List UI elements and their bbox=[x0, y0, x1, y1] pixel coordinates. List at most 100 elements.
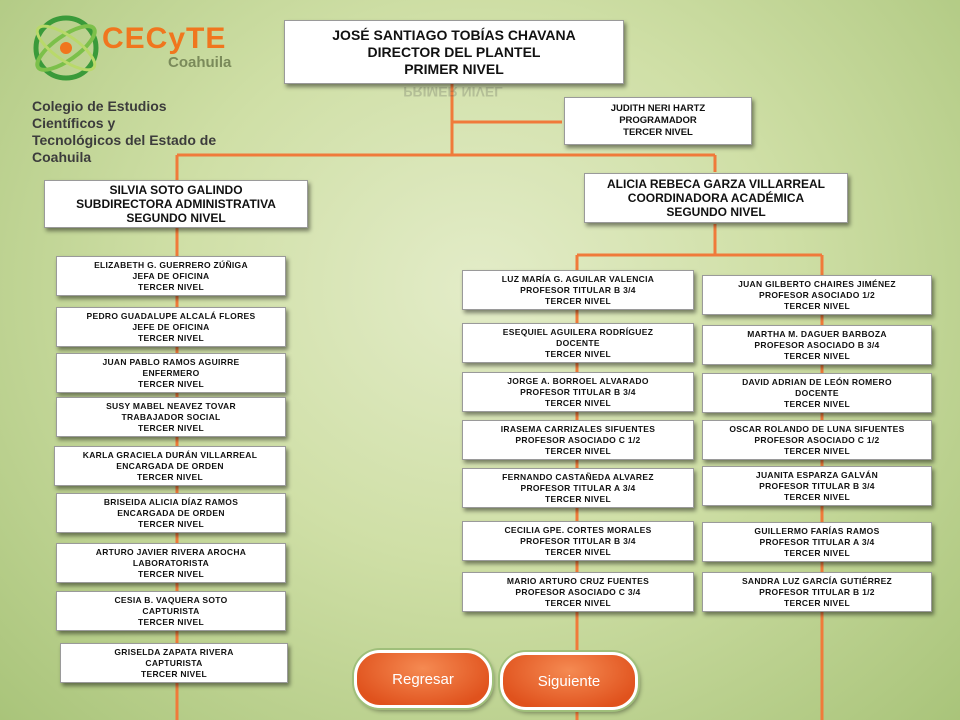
admin-head-title: SUBDIRECTORA ADMINISTRATIVA bbox=[76, 197, 276, 211]
logo-description: Colegio de Estudios Científicos y Tecnol… bbox=[32, 98, 242, 166]
teacher-position: PROFESOR TITULAR A 3/4 bbox=[759, 536, 875, 547]
programmer-name: JUDITH NERI HARTZ bbox=[610, 103, 706, 114]
teacher-position: PROFESOR ASOCIADO C 1/2 bbox=[515, 434, 641, 445]
teacher-level: TERCER NIVEL bbox=[784, 398, 850, 409]
teacher-box: GUILLERMO FARÍAS RAMOS PROFESOR TITULAR … bbox=[702, 522, 932, 562]
teacher-position: PROFESOR ASOCIADO 1/2 bbox=[758, 289, 876, 300]
staff-position: JEFA DE OFICINA bbox=[132, 270, 210, 281]
teacher-name: GUILLERMO FARÍAS RAMOS bbox=[754, 525, 880, 536]
staff-position: CAPTURISTA bbox=[145, 657, 203, 668]
teacher-box: FERNANDO CASTAÑEDA ALVAREZ PROFESOR TITU… bbox=[462, 468, 694, 508]
staff-position: TRABAJADOR SOCIAL bbox=[121, 411, 221, 422]
teacher-box: JORGE A. BORROEL ALVARADO PROFESOR TITUL… bbox=[462, 372, 694, 412]
staff-box: SUSY MABEL NEAVEZ TOVAR TRABAJADOR SOCIA… bbox=[56, 397, 286, 437]
staff-level: TERCER NIVEL bbox=[137, 471, 203, 482]
teacher-position: PROFESOR ASOCIADO C 1/2 bbox=[754, 434, 880, 445]
staff-name: PEDRO GUADALUPE ALCALÁ FLORES bbox=[86, 310, 256, 321]
staff-position: ENCARGADA DE ORDEN bbox=[116, 460, 224, 471]
teacher-box: JUAN GILBERTO CHAIRES JIMÉNEZ PROFESOR A… bbox=[702, 275, 932, 315]
teacher-position: PROFESOR TITULAR B 3/4 bbox=[759, 480, 875, 491]
staff-name: GRISELDA ZAPATA RIVERA bbox=[114, 646, 234, 657]
logo-line-2: Tecnológicos del Estado de Coahuila bbox=[32, 132, 217, 165]
admin-head-level: SEGUNDO NIVEL bbox=[126, 211, 226, 225]
teacher-name: SANDRA LUZ GARCÍA GUTIÉRREZ bbox=[741, 575, 893, 586]
staff-box: JUAN PABLO RAMOS AGUIRRE ENFERMERO TERCE… bbox=[56, 353, 286, 393]
teacher-level: TERCER NIVEL bbox=[545, 597, 611, 608]
logo-name: CECyTE bbox=[102, 22, 227, 55]
teacher-name: MARIO ARTURO CRUZ FUENTES bbox=[506, 575, 650, 586]
teacher-box: MARTHA M. DAGUER BARBOZA PROFESOR ASOCIA… bbox=[702, 325, 932, 365]
academic-head-level: SEGUNDO NIVEL bbox=[666, 205, 766, 219]
staff-box: BRISEIDA ALICIA DÍAZ RAMOS ENCARGADA DE … bbox=[56, 493, 286, 533]
programmer-title: PROGRAMADOR bbox=[619, 115, 697, 126]
staff-position: ENFERMERO bbox=[142, 367, 200, 378]
staff-position: JEFE DE OFICINA bbox=[132, 321, 210, 332]
teacher-box: CECILIA GPE. CORTES MORALES PROFESOR TIT… bbox=[462, 521, 694, 561]
teacher-level: TERCER NIVEL bbox=[545, 295, 611, 306]
teacher-box: JUANITA ESPARZA GALVÁN PROFESOR TITULAR … bbox=[702, 466, 932, 506]
admin-head-name: SILVIA SOTO GALINDO bbox=[109, 183, 243, 197]
logo-region: Coahuila bbox=[168, 54, 232, 71]
staff-name: KARLA GRACIELA DURÁN VILLARREAL bbox=[82, 449, 258, 460]
teacher-name: JORGE A. BORROEL ALVARADO bbox=[507, 375, 649, 386]
staff-level: TERCER NIVEL bbox=[138, 568, 204, 579]
teacher-box: MARIO ARTURO CRUZ FUENTES PROFESOR ASOCI… bbox=[462, 572, 694, 612]
teacher-name: ESEQUIEL AGUILERA RODRÍGUEZ bbox=[502, 326, 654, 337]
staff-level: TERCER NIVEL bbox=[138, 518, 204, 529]
staff-level: TERCER NIVEL bbox=[141, 668, 207, 679]
staff-position: CAPTURISTA bbox=[142, 605, 200, 616]
staff-box: CESIA B. VAQUERA SOTO CAPTURISTA TERCER … bbox=[56, 591, 286, 631]
teacher-position: PROFESOR TITULAR A 3/4 bbox=[520, 482, 636, 493]
staff-level: TERCER NIVEL bbox=[138, 332, 204, 343]
programmer-level: TERCER NIVEL bbox=[623, 127, 693, 138]
staff-box: PEDRO GUADALUPE ALCALÁ FLORES JEFE DE OF… bbox=[56, 307, 286, 347]
teacher-name: JUANITA ESPARZA GALVÁN bbox=[755, 469, 879, 480]
staff-name: CESIA B. VAQUERA SOTO bbox=[114, 594, 228, 605]
staff-name: ELIZABETH G. GUERRERO ZÚÑIGA bbox=[94, 259, 248, 270]
teacher-position: PROFESOR ASOCIADO C 3/4 bbox=[515, 586, 641, 597]
staff-level: TERCER NIVEL bbox=[138, 616, 204, 627]
teacher-position: PROFESOR TITULAR B 3/4 bbox=[520, 386, 636, 397]
staff-level: TERCER NIVEL bbox=[138, 422, 204, 433]
teacher-name: LUZ MARÍA G. AGUILAR VALENCIA bbox=[501, 273, 655, 284]
teacher-level: TERCER NIVEL bbox=[545, 546, 611, 557]
director-name: JOSÉ SANTIAGO TOBÍAS CHAVANA bbox=[332, 26, 576, 43]
academic-head-box: ALICIA REBECA GARZA VILLARREAL COORDINAD… bbox=[584, 173, 848, 223]
teacher-level: TERCER NIVEL bbox=[784, 547, 850, 558]
admin-head-box: SILVIA SOTO GALINDO SUBDIRECTORA ADMINIS… bbox=[44, 180, 308, 228]
director-level: PRIMER NIVEL bbox=[404, 60, 504, 77]
teacher-position: PROFESOR ASOCIADO B 3/4 bbox=[754, 339, 880, 350]
teacher-box: OSCAR ROLANDO DE LUNA SIFUENTES PROFESOR… bbox=[702, 420, 932, 460]
teacher-name: DAVID ADRIAN DE LEÓN ROMERO bbox=[742, 376, 892, 387]
teacher-box: DAVID ADRIAN DE LEÓN ROMERO DOCENTE TERC… bbox=[702, 373, 932, 413]
teacher-name: FERNANDO CASTAÑEDA ALVAREZ bbox=[502, 471, 654, 482]
teacher-position: DOCENTE bbox=[556, 337, 600, 348]
staff-position: ENCARGADA DE ORDEN bbox=[117, 507, 225, 518]
teacher-position: DOCENTE bbox=[795, 387, 839, 398]
teacher-position: PROFESOR TITULAR B 3/4 bbox=[520, 284, 636, 295]
teacher-box: LUZ MARÍA G. AGUILAR VALENCIA PROFESOR T… bbox=[462, 270, 694, 310]
teacher-box: ESEQUIEL AGUILERA RODRÍGUEZ DOCENTE TERC… bbox=[462, 323, 694, 363]
staff-box: ELIZABETH G. GUERRERO ZÚÑIGA JEFA DE OFI… bbox=[56, 256, 286, 296]
atom-logo-icon bbox=[33, 15, 99, 81]
teacher-name: IRASEMA CARRIZALES SIFUENTES bbox=[500, 423, 656, 434]
teacher-level: TERCER NIVEL bbox=[784, 350, 850, 361]
staff-box: KARLA GRACIELA DURÁN VILLARREAL ENCARGAD… bbox=[54, 446, 286, 486]
programmer-box: JUDITH NERI HARTZ PROGRAMADOR TERCER NIV… bbox=[564, 97, 752, 145]
academic-head-name: ALICIA REBECA GARZA VILLARREAL bbox=[607, 177, 825, 191]
cecyte-logo: CECyTE Coahuila Colegio de Estudios Cien… bbox=[22, 4, 242, 165]
back-button[interactable]: Regresar bbox=[354, 650, 492, 708]
teacher-name: CECILIA GPE. CORTES MORALES bbox=[504, 524, 652, 535]
director-title: DIRECTOR DEL PLANTEL bbox=[367, 43, 541, 60]
next-button[interactable]: Siguiente bbox=[500, 652, 638, 710]
teacher-box: SANDRA LUZ GARCÍA GUTIÉRREZ PROFESOR TIT… bbox=[702, 572, 932, 612]
logo-line-1: Colegio de Estudios Científicos y bbox=[32, 98, 167, 131]
staff-level: TERCER NIVEL bbox=[138, 281, 204, 292]
staff-box: GRISELDA ZAPATA RIVERA CAPTURISTA TERCER… bbox=[60, 643, 288, 683]
staff-name: ARTURO JAVIER RIVERA AROCHA bbox=[95, 546, 247, 557]
director-box: JOSÉ SANTIAGO TOBÍAS CHAVANA DIRECTOR DE… bbox=[284, 20, 624, 84]
staff-position: LABORATORISTA bbox=[132, 557, 210, 568]
academic-head-title: COORDINADORA ACADÉMICA bbox=[627, 191, 805, 205]
teacher-position: PROFESOR TITULAR B 1/2 bbox=[759, 586, 875, 597]
teacher-name: JUAN GILBERTO CHAIRES JIMÉNEZ bbox=[738, 278, 896, 289]
